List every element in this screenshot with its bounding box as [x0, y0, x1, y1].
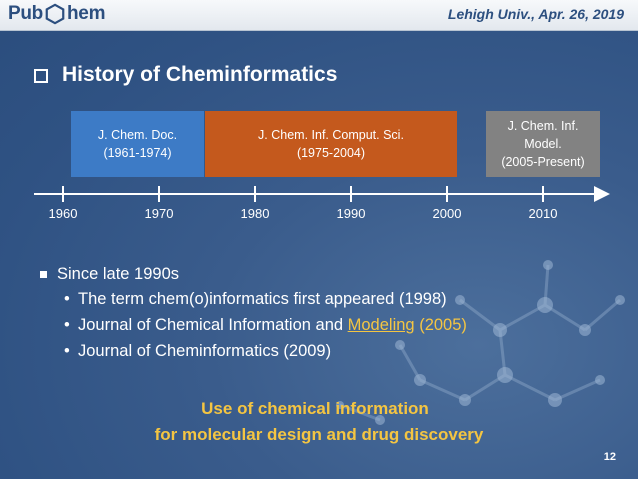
pubchem-logo: Pub hem	[8, 3, 105, 25]
sub-bullet-text: The term chem(o)informatics first appear…	[78, 289, 447, 308]
era-line: (2005-Present)	[501, 155, 585, 169]
event-caption: Lehigh Univ., Apr. 26, 2019	[447, 6, 624, 22]
era-line: J. Chem. Doc.	[97, 128, 178, 142]
sub-bullet-text: Journal of Chemical Information and Mode…	[78, 316, 467, 335]
sub-bullet-text-a: Journal of Chemical Information and	[78, 315, 348, 334]
era-box-chem-inf-model: J. Chem. Inf. Model. (2005-Present)	[486, 111, 600, 177]
era-line: (1975-2004)	[296, 146, 366, 160]
slide-title-text: History of Cheminformatics	[62, 63, 338, 86]
era-line: Model.	[524, 137, 562, 151]
slide-title: History of Cheminformatics	[34, 63, 337, 87]
header-bar: Pub hem Lehigh Univ., Apr. 26, 2019	[0, 0, 638, 31]
page-number: 12	[603, 451, 616, 463]
timeline-label: 1980	[240, 206, 270, 221]
bullet-list: Since late 1990s • The term chem(o)infor…	[40, 262, 467, 364]
timeline-label: 2010	[528, 206, 558, 221]
timeline-label: 1970	[144, 206, 174, 221]
sub-bullet: • Journal of Cheminformatics (2009)	[40, 338, 467, 364]
square-bullet-icon	[40, 270, 47, 278]
hexagon-logo-icon	[45, 3, 65, 25]
logo-text-left: Pub	[8, 3, 43, 24]
dot-bullet-icon: •	[64, 315, 70, 334]
timeline-label: 1960	[48, 206, 78, 221]
logo-text-right: hem	[67, 3, 106, 24]
sub-bullet-text: Journal of Cheminformatics (2009)	[78, 341, 332, 360]
bullet-main-text: Since late 1990s	[57, 264, 180, 283]
bullet-main: Since late 1990s	[40, 262, 467, 286]
sub-bullet: • The term chem(o)informatics first appe…	[40, 286, 467, 312]
era-line: (1961-1974)	[103, 146, 172, 160]
sub-bullet-text-b: (2005)	[414, 315, 467, 334]
checkbox-bullet-icon	[34, 69, 48, 83]
timeline-label: 1990	[336, 206, 366, 221]
tagline-line-2: for molecular design and drug discovery	[154, 425, 484, 444]
era-box-chem-inf-comput-sci: J. Chem. Inf. Comput. Sci. (1975-2004)	[205, 111, 457, 177]
tagline-line-1: Use of chemical information	[201, 399, 429, 418]
era-box-chem-doc: J. Chem. Doc. (1961-1974)	[71, 111, 204, 177]
modeling-link[interactable]: Modeling	[347, 315, 415, 334]
timeline-axis	[34, 186, 610, 202]
dot-bullet-icon: •	[64, 289, 70, 308]
timeline-label: 2000	[432, 206, 462, 221]
sub-bullet: • Journal of Chemical Information and Mo…	[40, 312, 467, 338]
era-line: J. Chem. Inf.	[507, 119, 579, 133]
dot-bullet-icon: •	[64, 341, 70, 360]
era-line: J. Chem. Inf. Comput. Sci.	[258, 128, 404, 142]
